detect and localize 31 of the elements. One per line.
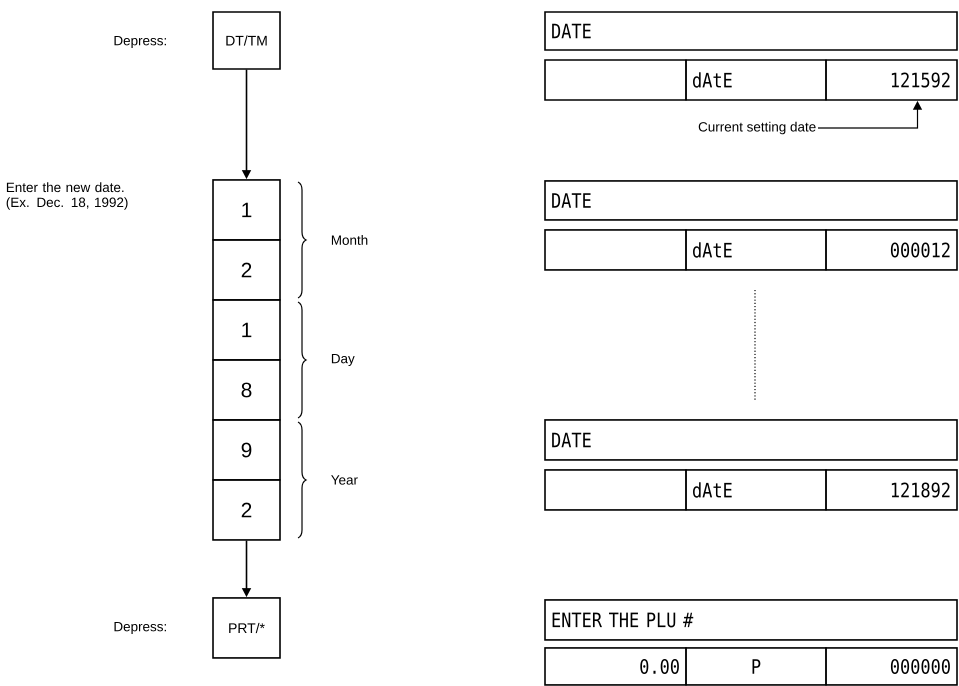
key-box: 2 [212,479,281,541]
display-cell [544,469,687,511]
display-cell: P [685,647,827,686]
annotation-text: Current setting date [698,122,816,134]
display-cell: 121892 [825,469,958,511]
key-box: 1 [212,299,281,361]
step-label: Depress: [114,36,166,48]
display-cell [544,59,687,101]
display-header: ENTER THE PLU # [544,599,958,641]
display-header: DATE [544,11,958,51]
key-box: 2 [212,239,281,301]
instruction-text: Enter the new date. (Ex. Dec. 18, 1992) [6,182,128,210]
key-box: 1 [212,179,281,241]
brace-label: Month [332,235,368,245]
key-box: DT/TM [212,11,281,70]
brace-label: Day [332,354,355,366]
display-cell: dAtE [685,229,827,271]
display-header: DATE [544,419,958,461]
display-cell [544,229,687,271]
brace-label: Year [331,475,358,485]
key-box: 9 [212,419,281,481]
display-cell: 000000 [825,647,958,686]
display-cell: dAtE [685,469,827,511]
display-cell: dAtE [685,59,827,101]
key-box: PRT/* [212,597,281,659]
display-cell: 000012 [825,229,958,271]
key-box: 8 [212,359,281,421]
display-header: DATE [544,180,958,221]
display-cell: 121592 [825,59,958,101]
display-cell: 0.00 [544,647,687,686]
step-label: Depress: [114,622,166,634]
